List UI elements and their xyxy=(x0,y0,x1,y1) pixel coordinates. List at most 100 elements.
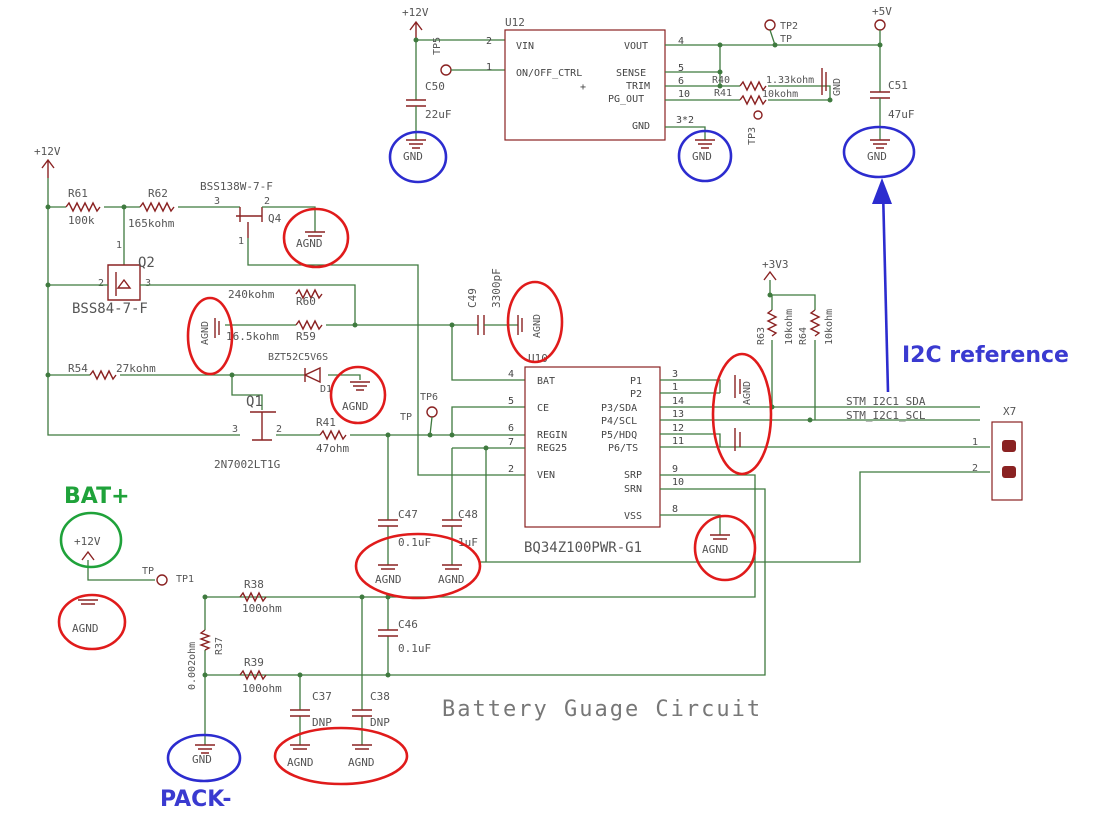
svg-text:BAT: BAT xyxy=(537,376,555,387)
svg-text:1: 1 xyxy=(486,62,492,73)
svg-text:GND: GND xyxy=(867,150,887,163)
svg-text:TP2: TP2 xyxy=(780,21,798,32)
r62-symbol xyxy=(139,201,175,213)
svg-text:SRP: SRP xyxy=(624,470,642,481)
svg-text:P6/TS: P6/TS xyxy=(608,443,638,454)
svg-text:C47: C47 xyxy=(398,508,418,521)
svg-text:TRIM: TRIM xyxy=(626,81,650,92)
svg-text:R37: R37 xyxy=(214,637,225,655)
svg-text:GND: GND xyxy=(632,121,650,132)
c46-symbol xyxy=(378,629,398,637)
svg-text:PG_OUT: PG_OUT xyxy=(608,94,644,105)
u12-name: U12 xyxy=(505,16,525,29)
r37-symbol xyxy=(199,629,211,651)
svg-text:6: 6 xyxy=(508,423,514,434)
svg-text:12: 12 xyxy=(672,423,684,434)
svg-text:SRN: SRN xyxy=(624,484,642,495)
c37-symbol xyxy=(290,709,310,717)
svg-text:AGND: AGND xyxy=(348,756,375,769)
svg-text:0.002ohm: 0.002ohm xyxy=(187,642,198,690)
svg-text:GND: GND xyxy=(692,150,712,163)
q1-symbol xyxy=(250,411,276,441)
annotation-agnd-c47-c48 xyxy=(354,532,482,600)
r61-symbol xyxy=(65,201,101,213)
c38-symbol xyxy=(352,709,372,717)
annotation-gnd-3 xyxy=(842,125,916,179)
svg-text:47ohm: 47ohm xyxy=(316,442,349,455)
c48-symbol xyxy=(442,519,462,527)
svg-text:+12V: +12V xyxy=(74,535,101,548)
svg-text:SENSE: SENSE xyxy=(616,68,646,79)
svg-text:VSS: VSS xyxy=(624,511,642,522)
svg-text:AGND: AGND xyxy=(342,400,369,413)
q4-symbol xyxy=(236,207,263,238)
svg-text:100ohm: 100ohm xyxy=(242,682,282,695)
annotation-gnd-4 xyxy=(166,733,242,783)
svg-text:10: 10 xyxy=(678,89,690,100)
svg-text:R63: R63 xyxy=(756,327,767,345)
svg-text:3: 3 xyxy=(672,369,678,380)
net-sda: STM_I2C1_SDA xyxy=(846,395,926,408)
annotation-agnd-c49 xyxy=(506,280,564,364)
svg-text:DNP: DNP xyxy=(312,716,332,729)
annotation-agnd-vss xyxy=(693,514,757,582)
svg-text:R59: R59 xyxy=(296,330,316,343)
svg-text:VIN: VIN xyxy=(516,41,534,52)
svg-text:8: 8 xyxy=(672,504,678,515)
svg-text:R61: R61 xyxy=(68,187,88,200)
svg-text:P2: P2 xyxy=(630,389,642,400)
svg-text:ON/OFF_CTRL: ON/OFF_CTRL xyxy=(516,68,582,79)
annotation-agnd-u10-right xyxy=(711,352,773,476)
annotation-gnd-1 xyxy=(388,130,448,184)
svg-text:AGND: AGND xyxy=(702,543,729,556)
svg-text:C38: C38 xyxy=(370,690,390,703)
svg-text:2: 2 xyxy=(972,463,978,474)
svg-text:+3V3: +3V3 xyxy=(762,258,789,271)
tp5-symbol xyxy=(440,64,452,76)
c50-value: 22uF xyxy=(425,108,452,121)
svg-text:2: 2 xyxy=(486,36,492,47)
svg-text:3300pF: 3300pF xyxy=(490,268,503,308)
svg-text:C51: C51 xyxy=(888,79,908,92)
svg-text:R38: R38 xyxy=(244,578,264,591)
v12-top-label: +12V xyxy=(402,6,429,19)
gnd-label: GND xyxy=(403,150,423,163)
r64-symbol xyxy=(809,309,821,337)
svg-text:13: 13 xyxy=(672,409,684,420)
annotation-agnd-c37-c38 xyxy=(273,726,409,786)
v12-top-arrow xyxy=(409,20,423,40)
svg-text:R41: R41 xyxy=(714,88,732,99)
svg-text:GND: GND xyxy=(832,78,843,96)
svg-text:0.1uF: 0.1uF xyxy=(398,536,431,549)
svg-text:165kohm: 165kohm xyxy=(128,217,175,230)
svg-text:R40: R40 xyxy=(712,75,730,86)
annotation-gnd-2 xyxy=(677,129,733,183)
svg-text:GND: GND xyxy=(192,753,212,766)
svg-text:AGND: AGND xyxy=(72,622,99,635)
svg-text:REG25: REG25 xyxy=(537,443,567,454)
svg-text:2: 2 xyxy=(276,424,282,435)
u10-section: U10 BQ34Z100PWR-G1 4 BAT 5 CE 6 REGIN 7 … xyxy=(205,258,1023,676)
svg-text:R64: R64 xyxy=(798,327,809,345)
svg-text:AGND: AGND xyxy=(532,314,543,338)
svg-text:R41: R41 xyxy=(316,416,336,429)
svg-text:R60: R60 xyxy=(296,295,316,308)
r40-symbol xyxy=(739,80,767,92)
svg-text:10kohm: 10kohm xyxy=(784,309,795,345)
x7-connector xyxy=(991,421,1023,501)
svg-text:REGIN: REGIN xyxy=(537,430,567,441)
svg-text:VEN: VEN xyxy=(537,470,555,481)
svg-text:11: 11 xyxy=(672,436,684,447)
svg-text:X7: X7 xyxy=(1003,405,1016,418)
u10-part: BQ34Z100PWR-G1 xyxy=(524,540,642,556)
r54-symbol xyxy=(89,369,117,381)
svg-text:C48: C48 xyxy=(458,508,478,521)
svg-text:TP: TP xyxy=(142,566,154,577)
i2c-arrow xyxy=(881,189,890,393)
sense-network: +12V TP TP1 AGND R37 0.002ohm R38 100ohm… xyxy=(72,535,760,769)
svg-text:6: 6 xyxy=(678,76,684,87)
svg-text:AGND: AGND xyxy=(287,756,314,769)
svg-text:1uF: 1uF xyxy=(458,536,478,549)
svg-text:0.1uF: 0.1uF xyxy=(398,642,431,655)
svg-text:2: 2 xyxy=(98,278,104,289)
